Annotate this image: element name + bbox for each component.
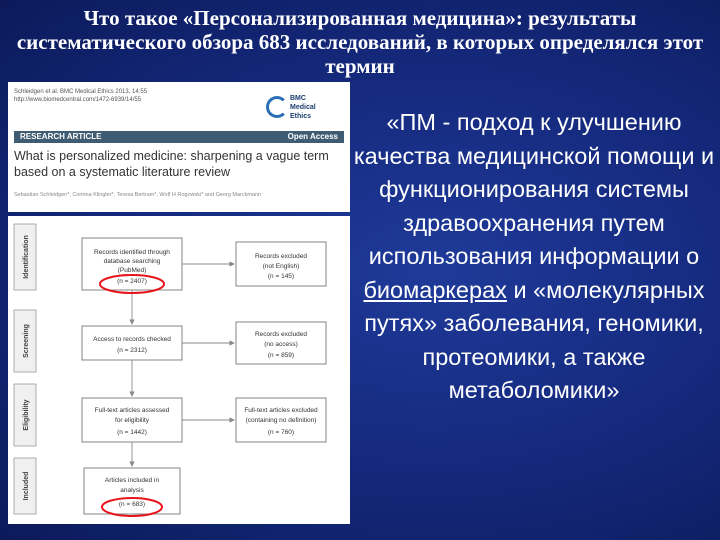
box-line: (n = 2407) [117, 278, 147, 285]
article-authors: Sebastian Schleidgen*, Corinna Klingler*… [14, 192, 262, 198]
box-line: (n = 683) [119, 501, 145, 508]
stage-tab: Identification [13, 223, 37, 291]
box-line: Articles included in [105, 477, 160, 484]
box-line: (n = 859) [268, 352, 294, 359]
quote-text: и «молекулярных путях» заболевания, гено… [364, 276, 705, 404]
box-line: Records excluded [255, 331, 307, 338]
box-line: Records excluded [255, 253, 307, 260]
prisma-flow-diagram: Identification Screening Eligibility Inc… [8, 216, 350, 524]
journal-name: BMC Medical Ethics [290, 94, 336, 121]
box-line: (PubMed) [118, 267, 147, 274]
box-line: (n = 145) [268, 273, 294, 280]
journal-name-line: BMC [290, 95, 306, 102]
flow-svg: Identification Screening Eligibility Inc… [13, 223, 327, 517]
stage-label: Included [23, 472, 30, 501]
box-line: (n = 1442) [117, 429, 147, 436]
citation-url: http://www.biomedcentral.com/1472-6939/1… [14, 97, 142, 103]
box-line: database searching [104, 258, 161, 265]
article-title: What is personalized medicine: sharpenin… [14, 149, 329, 179]
box-line: (no access) [264, 341, 298, 348]
quote-underlined-term: биомаркерах [363, 276, 507, 303]
flow-box-fulltext-assessed: Full-text articles assessed for eligibil… [81, 397, 183, 443]
article-citation: Schleidgen et al. BMC Medical Ethics 201… [14, 88, 147, 104]
box-line: Full-text articles assessed [95, 407, 170, 414]
flow-box-excluded-language: Records excluded (not English) (n = 145) [235, 241, 327, 287]
flow-box-fulltext-excluded: Full-text articles excluded (containing … [235, 397, 327, 443]
flow-arrows [129, 261, 235, 467]
flow-box-identified: Records identified through database sear… [81, 237, 183, 291]
box-line: (containing no definition) [246, 417, 317, 424]
flow-box-access-checked: Access to records checked (n = 2312) [81, 325, 183, 361]
citation-line: Schleidgen et al. BMC Medical Ethics 201… [14, 89, 148, 95]
flow-box-included: Articles included in analysis (n = 683) [83, 467, 181, 515]
stage-label: Identification [23, 235, 30, 279]
box-line: (n = 760) [268, 429, 294, 436]
journal-logo: BMC Medical Ethics [266, 94, 336, 122]
highlight-ellipse [99, 274, 165, 294]
box-line: Records identified through [94, 249, 170, 256]
box-line: Full-text articles excluded [244, 407, 318, 414]
stage-tab: Eligibility [13, 383, 37, 447]
stage-tab: Included [13, 457, 37, 515]
bmc-ring-icon [266, 96, 288, 118]
stage-tab: Screening [13, 309, 37, 373]
stage-label: Eligibility [23, 399, 30, 430]
article-header-image: Schleidgen et al. BMC Medical Ethics 201… [8, 82, 350, 212]
slide-title: Что такое «Персонализированная медицина»… [16, 6, 704, 78]
box-line: (n = 2312) [117, 347, 147, 354]
box-line: analysis [120, 487, 144, 494]
box-line: (not English) [263, 263, 300, 270]
flow-box-excluded-access: Records excluded (no access) (n = 859) [235, 321, 327, 365]
access-label: Open Access [287, 132, 338, 141]
section-label: RESEARCH ARTICLE [20, 132, 102, 141]
journal-name-line: Medical Ethics [290, 104, 316, 120]
stage-label: Screening [23, 324, 30, 358]
definition-quote: «ПМ - подход к улучшению качества медици… [352, 106, 716, 408]
highlight-ellipse [101, 497, 163, 517]
article-type-bar: RESEARCH ARTICLE Open Access [14, 131, 344, 143]
box-line: Access to records checked [93, 336, 171, 343]
quote-text: «ПМ - подход к улучшению качества медици… [353, 109, 715, 269]
box-line: for eligibility [115, 417, 150, 424]
